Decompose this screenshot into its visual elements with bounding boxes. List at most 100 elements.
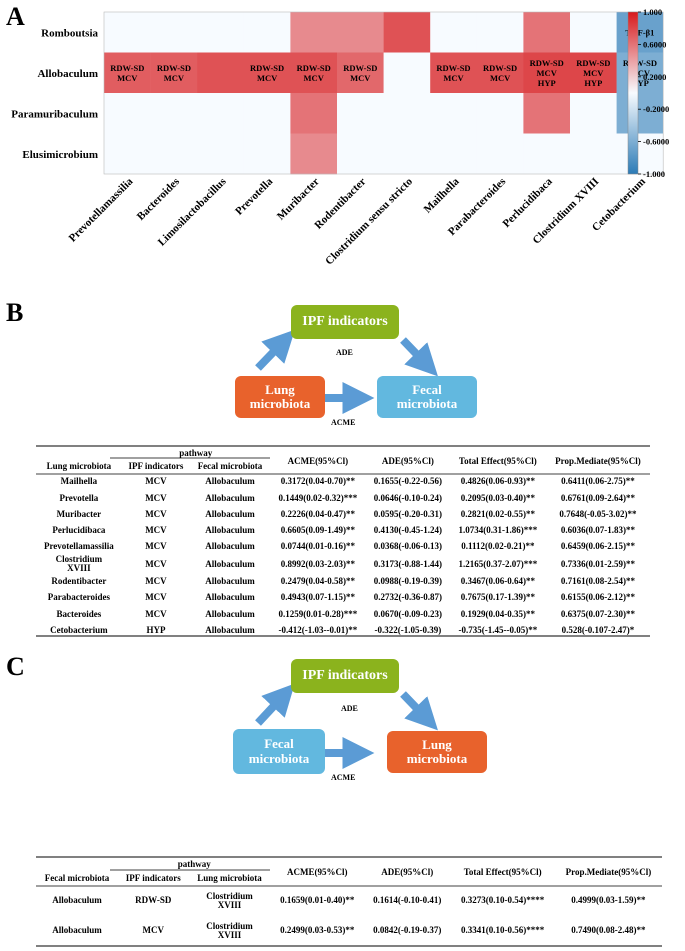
table-cell: 0.1655(-0.22-0.56) [373,476,442,487]
table-cell: Allobaculum [205,592,255,603]
table-cell: 0.0646(-0.10-0.24) [373,492,442,503]
colorbar [627,11,639,175]
column-label: Mailhella [422,175,462,215]
col-header: ACME(95%Cl) [287,455,349,466]
table-cell: -0.322(-1.05-0.39) [374,624,442,635]
heatmap-cell [616,133,664,175]
table-cell: 0.6375(0.07-2.30)** [560,608,636,619]
table-cell: MCV [145,508,167,519]
table-cell: 0.0368(-0.06-0.13) [373,541,442,552]
row-label: Paramuribaculum [11,108,98,120]
heatmap-cell [430,133,478,175]
table-cell: 0.2821(0.02-0.55)** [460,508,535,519]
heatmap-cell [430,52,478,94]
table-cell: Allobaculum [205,476,255,487]
arrow-c-left-to-top [255,683,295,726]
heatmap-cell [570,133,617,175]
table-cell: Allobaculum [205,624,255,635]
col-header: ADE(95%Cl) [381,455,434,466]
heatmap-cell [290,12,338,53]
table-cell: -0.412(-1.03--0.01)** [278,624,358,635]
panel-letter-a: A [6,2,25,31]
heatmap-cell [476,52,524,94]
arrow-b-left-to-top [255,329,295,371]
table-cell: 0.3172(0.04-0.70)** [280,476,355,487]
table-cell: 0.528(-0.107-2.47)* [561,624,635,635]
table-cell: Allobaculum [205,524,255,535]
col-header: ACME(95%Cl) [287,867,348,877]
table-cell: RDW-SD [135,895,172,906]
table-cell: 0.6761(0.09-2.64)** [560,492,636,503]
col-header: Fecal microbiota [44,873,110,883]
heatmap-cell [150,93,198,134]
diagram-c-acme-label: ACME [331,773,356,782]
heatmap-cell [476,93,524,134]
heatmap-cell [337,133,384,175]
table-cell: 0.6605(0.09-1.49)** [280,524,355,535]
table-cell: 0.3273(0.10-0.54)**** [461,895,545,906]
heatmap-cell [383,12,431,53]
row-label: Allobaculum [37,68,98,80]
heatmap-cell [197,133,245,175]
table-cell: 0.6155(0.06-2.12)** [560,592,636,603]
heatmap-cell [337,12,384,53]
heatmap-cell [150,52,198,94]
diagram-b-fecal-box: Fecal microbiota [377,376,477,418]
diagram-c-fecal-box: Fecal microbiota [233,729,325,774]
col-header: Lung microbiota [197,873,262,883]
table-cell: 0.1449(0.02-0.32)*** [278,492,358,503]
pathway-header: pathway [179,447,213,458]
table-cell: 0.2479(0.04-0.58)** [280,576,355,587]
table-cell: 0.3173(-0.88-1.44) [373,558,442,569]
heatmap-cell [523,12,571,53]
table-cell: 0.6036(0.07-1.83)** [560,524,636,535]
table-cell: Allobaculum [52,925,102,936]
table-cell: 0.0842(-0.19-0.37) [373,925,442,936]
table-cell: 0.1112(0.02-0.21)** [461,541,535,552]
arrow-c-top-to-right [400,691,438,731]
table-cell: 0.2732(-0.36-0.87) [373,592,442,603]
heatmap-cell [337,93,384,134]
diagram-c-lung-box: Lung microbiota [387,731,487,773]
colorbar-tick-label: 0.2000 [643,72,666,82]
row-label: Elusimicrobium [22,149,98,161]
table-cell: 0.2499(0.03-0.53)** [280,925,355,936]
heatmap-cell [616,52,664,94]
heatmap-cell [383,93,431,134]
table-cell: Mailhella [60,476,98,487]
table-cell: 0.3467(0.06-0.64)** [460,576,535,587]
heatmap-cell [383,133,431,175]
mediation-table-c: pathway ACME(95%Cl) ADE(95%Cl) Total Eff… [36,858,662,946]
pathway-header: pathway [177,859,211,869]
colorbar-tick-label: -0.6000 [643,137,669,147]
table-cell: 0.7675(0.17-1.39)** [460,592,535,603]
col-header: IPF indicators [125,873,181,883]
diagram-b-ipf-box: IPF indicators [291,305,399,339]
diagram-b-ade-label: ADE [336,348,353,357]
table-cell: 1.2165(0.37-2.07)*** [458,558,538,569]
table-cell: Allobaculum [205,508,255,519]
heatmap-cell [197,93,245,134]
heatmap-cell [197,12,245,53]
table-cell: 0.1259(0.01-0.28)*** [278,608,358,619]
table-cell: Clostridium XVIII [55,553,103,574]
table-cell: Clostridium XVIII [206,890,253,910]
heatmap-cell [523,93,571,134]
diagram-c-ade-label: ADE [341,704,358,713]
heatmap-cell [243,12,291,53]
heatmap-cell [523,133,571,175]
table-cell: 0.2226(0.04-0.47)** [280,508,355,519]
heatmap-cell [570,52,617,94]
heatmap-cell [290,133,338,175]
col-header: IPF indicators [128,461,184,471]
